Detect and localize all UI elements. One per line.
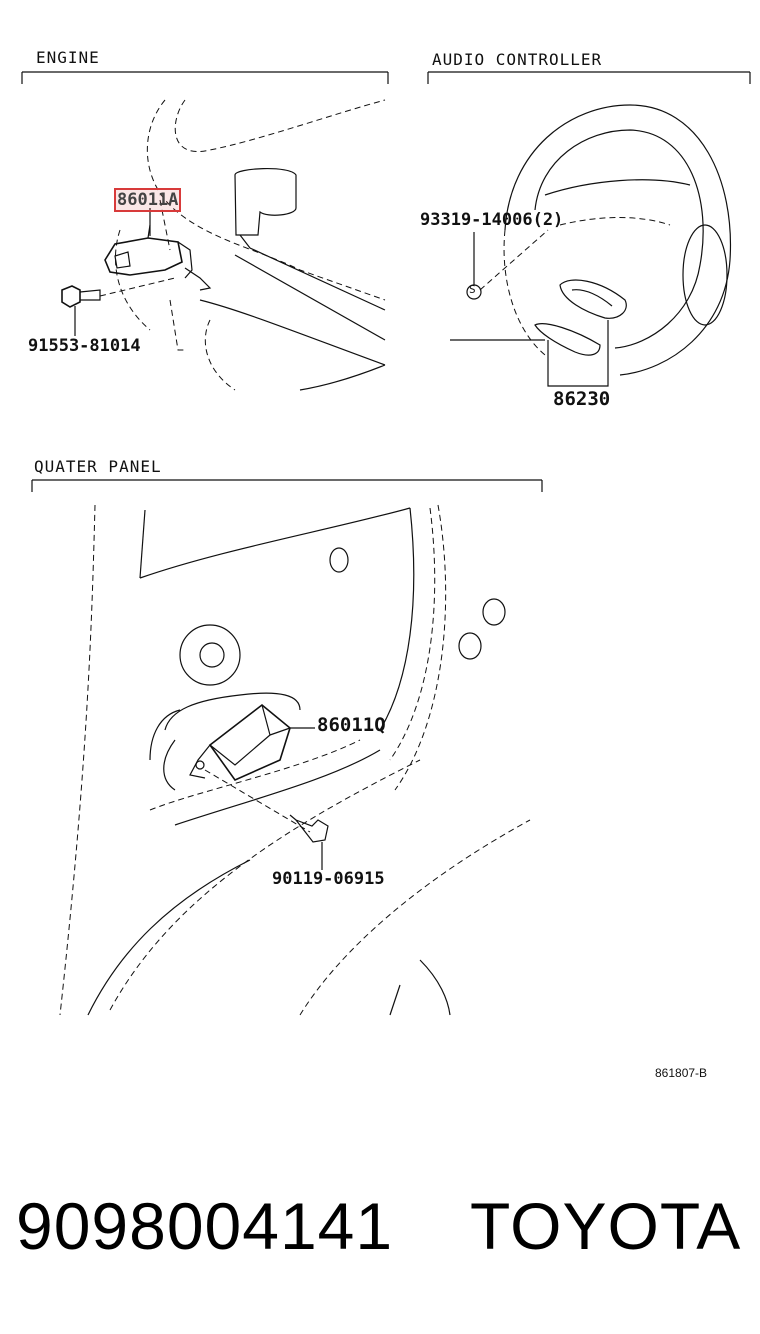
- part-label-90119-06915[interactable]: 90119-06915: [272, 869, 385, 889]
- engine-section-title: ENGINE: [36, 48, 100, 67]
- audio-section-bracket: [427, 71, 751, 84]
- quarter-section-title: QUATER PANEL: [34, 457, 162, 476]
- part-label-86011q[interactable]: 86011Q: [317, 714, 386, 736]
- diagram-code: 861807-B: [655, 1066, 708, 1080]
- part-label-86230[interactable]: 86230: [553, 388, 611, 410]
- steering-wheel-illustration: [450, 104, 732, 387]
- s-mark-label: S: [469, 283, 476, 296]
- part-label-86011a[interactable]: 86011A: [114, 188, 182, 212]
- footer-part-number: 9098004141: [16, 1189, 394, 1263]
- quarter-section-bracket: [31, 479, 543, 492]
- footer-brand: TOYOTA: [470, 1189, 742, 1263]
- engine-illustration: [61, 99, 386, 391]
- quarter-panel-illustration: [59, 504, 531, 1016]
- part-label-93319-14006[interactable]: 93319-14006(2): [420, 210, 564, 230]
- audio-section-title: AUDIO CONTROLLER: [432, 50, 603, 69]
- engine-section-bracket: [21, 71, 389, 84]
- part-label-91553-81014[interactable]: 91553-81014: [28, 336, 141, 356]
